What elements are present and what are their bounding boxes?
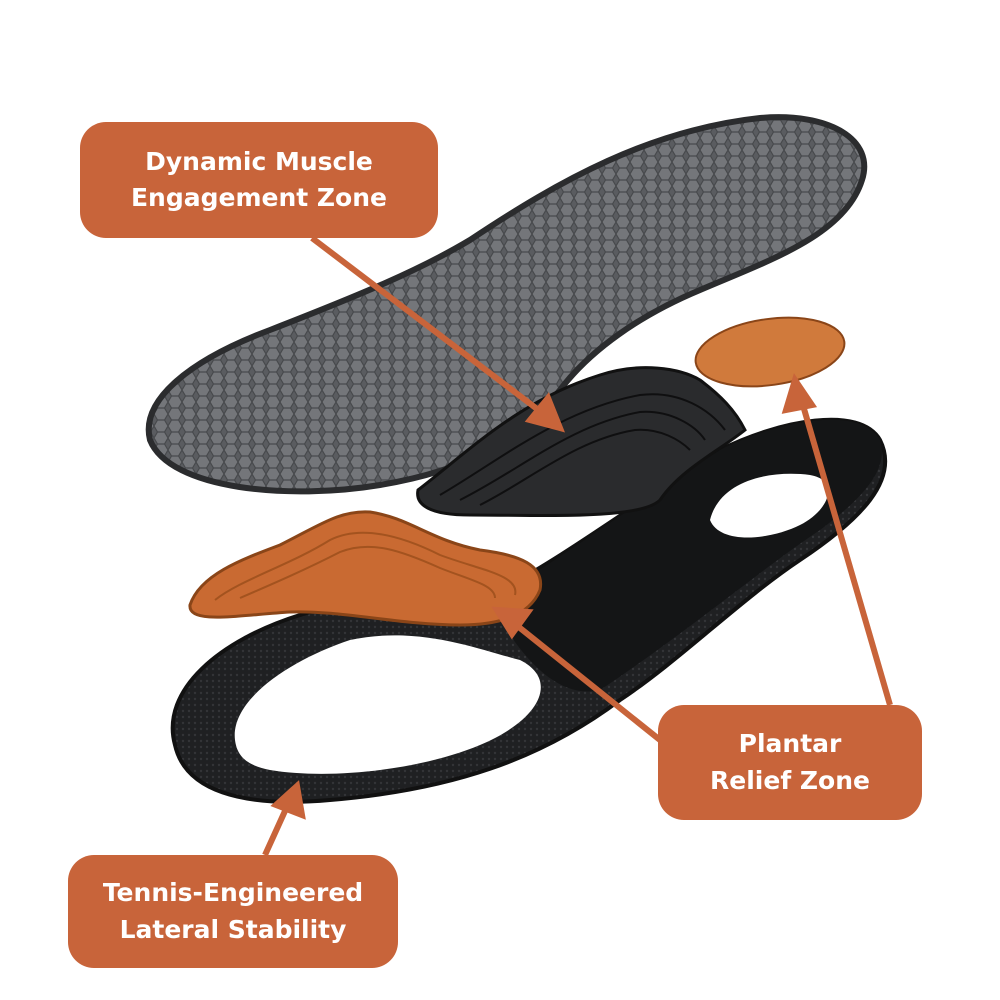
- forefoot-pad-orange: [188, 510, 543, 627]
- arrowhead-lateral: [270, 780, 306, 820]
- callout-arrows: [262, 235, 893, 857]
- top-cover-layer: [145, 114, 868, 495]
- arrowhead-dynamic-muscle: [524, 392, 566, 433]
- arrowhead-plantar-heel: [781, 373, 818, 414]
- arrowhead-plantar-forefoot: [491, 606, 534, 640]
- arrow-plantar-heel: [797, 394, 893, 706]
- arrow-plantar-forefoot: [508, 617, 662, 743]
- callout-line: Plantar: [738, 729, 842, 759]
- heel-pad-orange: [694, 316, 846, 388]
- arrow-dynamic-muscle: [310, 235, 547, 418]
- heel-cutout: [710, 473, 829, 538]
- base-shell-cutout: [234, 635, 541, 774]
- callout-line: Dynamic Muscle: [145, 146, 373, 176]
- callout-line: Engagement Zone: [130, 183, 387, 212]
- callout-line: Lateral Stability: [119, 914, 347, 944]
- callout-line: Relief Zone: [710, 765, 870, 795]
- callout-line: Tennis-Engineered: [102, 878, 364, 908]
